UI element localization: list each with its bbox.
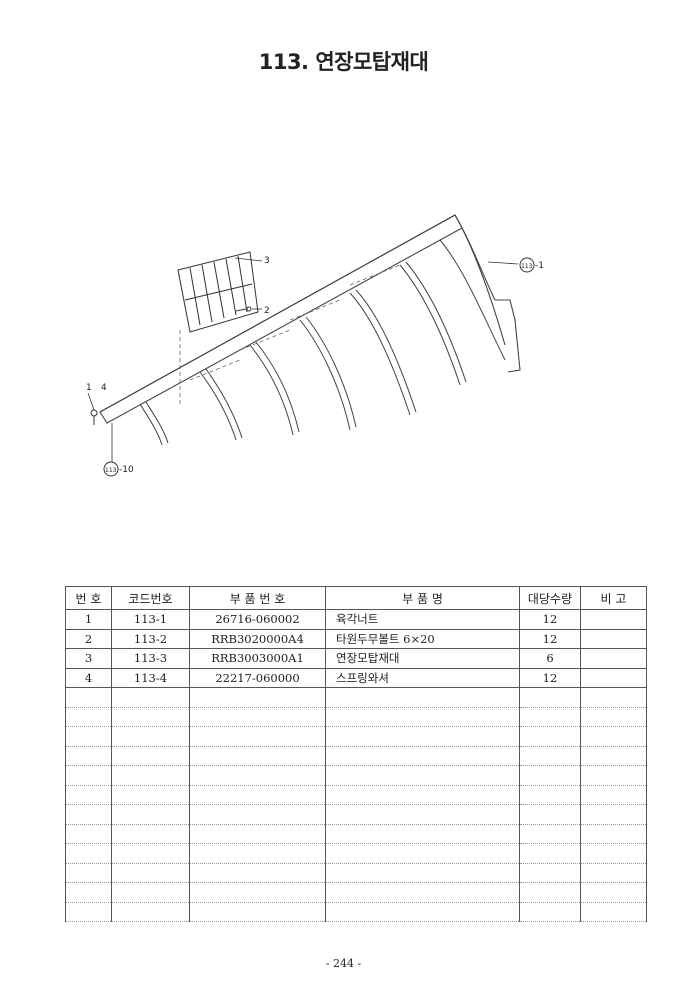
cell-code: 113-3 xyxy=(111,648,190,669)
header-no: 번 호 xyxy=(65,586,112,610)
table-row-empty xyxy=(65,804,647,825)
callout-ref-113b: 113 xyxy=(105,467,117,474)
cell-no: 1 xyxy=(65,609,112,630)
cell-code: 113-4 xyxy=(111,667,190,688)
table-row-empty xyxy=(65,706,647,727)
page-number: - 244 - xyxy=(325,957,362,970)
bolt-part xyxy=(235,306,252,312)
callout-ref-circle xyxy=(519,257,535,273)
cell-no: 4 xyxy=(65,667,112,688)
callout-4: 4 xyxy=(101,383,107,393)
cell-part-number: RRB3020000A4 xyxy=(189,628,326,649)
table-row: 3 113-3 RRB3003000A1 연장모탑재대 6 xyxy=(65,648,647,669)
callout-ref-1: -1 xyxy=(535,261,544,271)
table-row-empty xyxy=(65,745,647,766)
cell-part-name: 스프링와셔 xyxy=(325,667,520,688)
header-quantity: 대당수량 xyxy=(519,586,581,610)
cell-part-name: 타원두무볼트 6×20 xyxy=(325,628,520,649)
cell-code: 113-2 xyxy=(111,628,190,649)
callout-ref-10: -10 xyxy=(119,465,134,475)
cell-part-number: 26716-060002 xyxy=(189,609,326,630)
cell-remarks xyxy=(580,628,647,649)
table-row-empty xyxy=(65,843,647,864)
header-remarks: 비 고 xyxy=(580,586,647,610)
cell-quantity: 12 xyxy=(519,628,581,649)
parts-diagram: 3 2 113 -1 1 4 113 -10 xyxy=(86,214,544,477)
page-title: 113. 연장모탑재대 xyxy=(258,50,429,74)
cell-part-name: 연장모탑재대 xyxy=(325,648,520,669)
cell-part-number: 22217-060000 xyxy=(189,667,326,688)
cell-part-name: 육각너트 xyxy=(325,609,520,630)
table-row-empty xyxy=(65,765,647,786)
cell-remarks xyxy=(580,609,647,630)
cell-quantity: 6 xyxy=(519,648,581,669)
cell-remarks xyxy=(580,648,647,669)
table-row-empty xyxy=(65,726,647,747)
cell-quantity: 12 xyxy=(519,667,581,688)
nut-washer-part xyxy=(90,409,98,425)
seedling-tray-ribs xyxy=(139,239,506,446)
callout-3: 3 xyxy=(264,256,270,266)
table-row-empty xyxy=(65,862,647,883)
cell-code: 113-1 xyxy=(111,609,190,630)
extension-rail xyxy=(99,214,521,424)
table-row: 4 113-4 22217-060000 스프링와셔 12 xyxy=(65,667,647,688)
parts-table: 번 호 코드번호 부 품 번 호 부 품 명 대당수량 비 고 1 113-1 … xyxy=(65,586,647,922)
table-row-empty xyxy=(65,882,647,903)
header-code: 코드번호 xyxy=(111,586,190,610)
table-row-empty xyxy=(65,823,647,844)
callout-1: 1 xyxy=(86,383,92,393)
cell-no: 3 xyxy=(65,648,112,669)
callout-ref-circle-2 xyxy=(103,461,119,477)
callout-ref-113: 113 xyxy=(521,263,533,270)
cell-remarks xyxy=(580,667,647,688)
extension-plate-part xyxy=(177,251,259,333)
table-row-empty xyxy=(65,687,647,708)
table-row: 1 113-1 26716-060002 육각너트 12 xyxy=(65,609,647,630)
table-row-empty xyxy=(65,901,647,922)
cell-no: 2 xyxy=(65,628,112,649)
callout-2: 2 xyxy=(264,306,270,316)
table-row-empty xyxy=(65,784,647,805)
table-row: 2 113-2 RRB3020000A4 타원두무볼트 6×20 12 xyxy=(65,628,647,649)
header-part-name: 부 품 명 xyxy=(325,586,520,610)
cell-quantity: 12 xyxy=(519,609,581,630)
header-part-number: 부 품 번 호 xyxy=(189,586,326,610)
table-header-row: 번 호 코드번호 부 품 번 호 부 품 명 대당수량 비 고 xyxy=(65,586,647,610)
cell-part-number: RRB3003000A1 xyxy=(189,648,326,669)
